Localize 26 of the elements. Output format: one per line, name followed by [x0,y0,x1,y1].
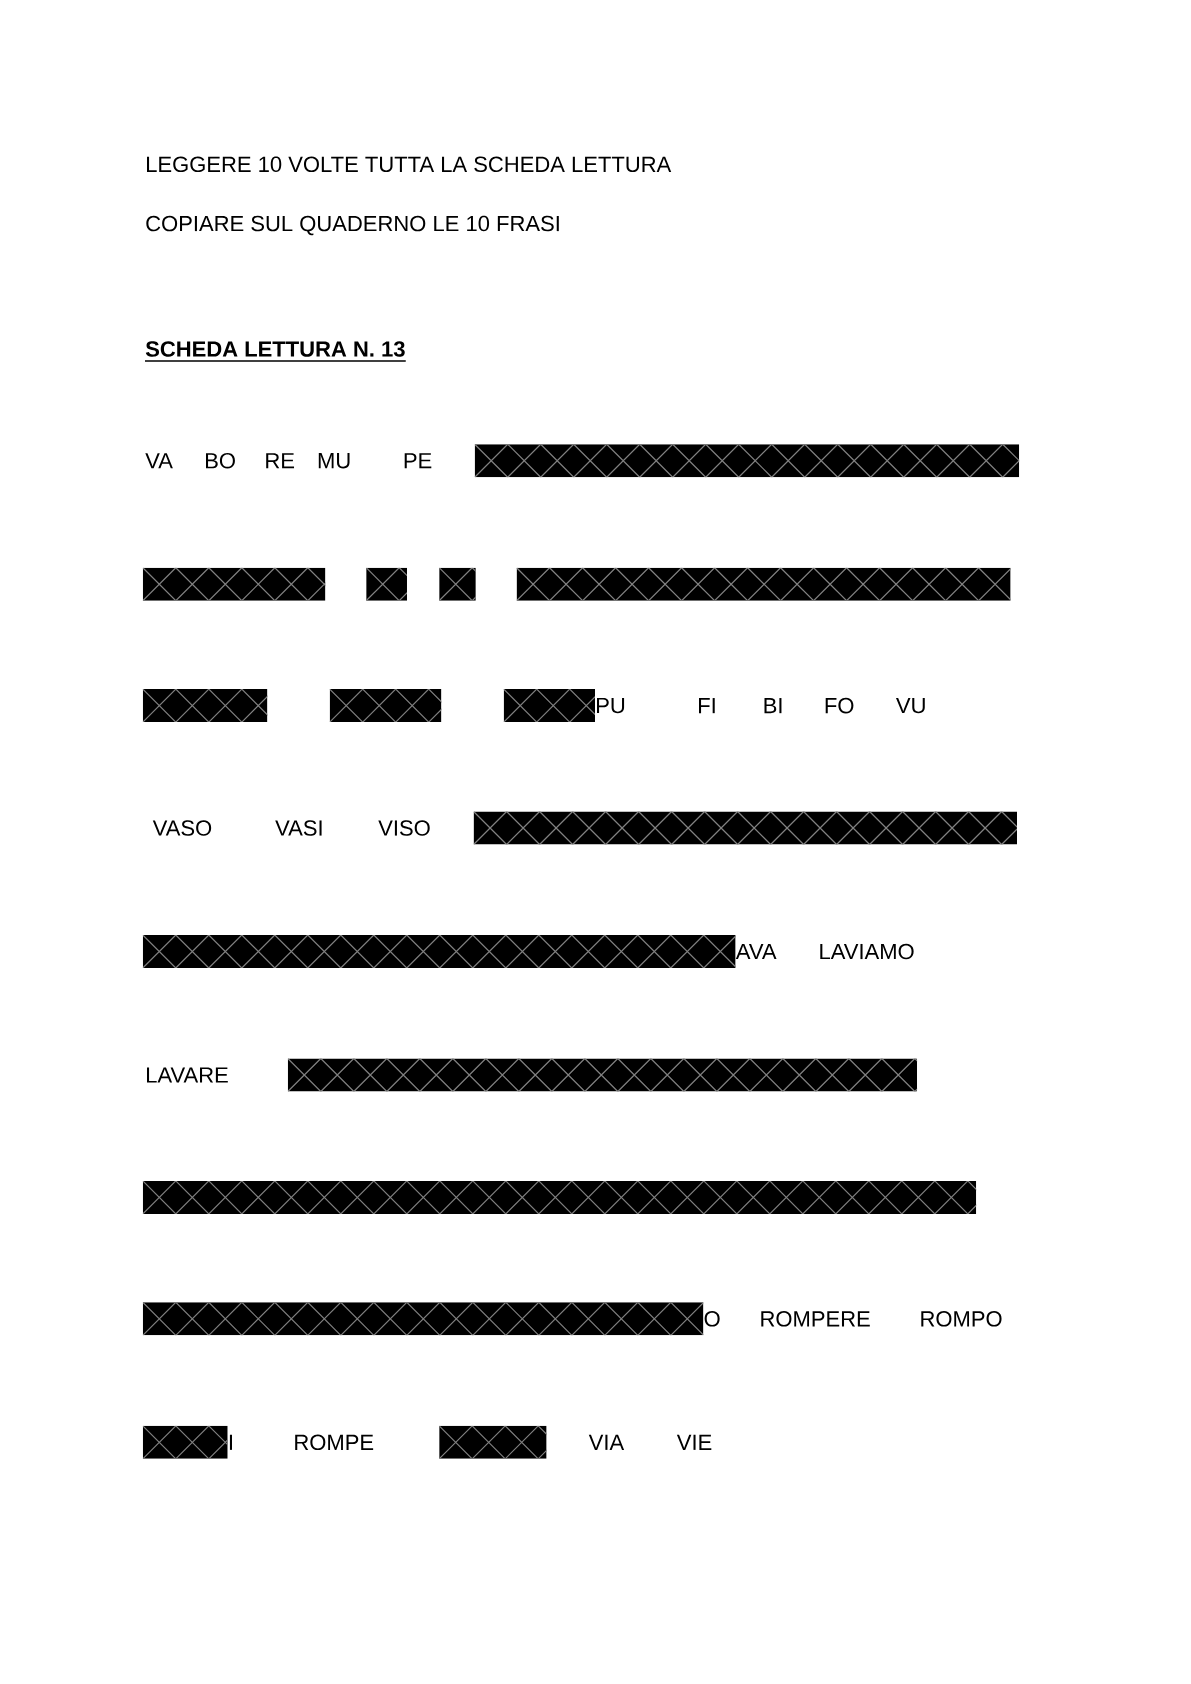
word: AVA [735,943,777,960]
word: PU [597,697,625,714]
word: O [704,1311,720,1327]
word: MU [318,453,350,469]
word: FO [825,697,854,714]
instruction-text: COPIARE SUL QUADERNO LE 10 FRASI [146,215,559,236]
word: LAVIAMO [820,943,914,960]
word: BO [206,452,235,469]
word: FI [699,698,715,714]
word: VU [896,697,925,714]
word: BI [764,698,782,714]
word: LAVARE [147,1067,228,1083]
word: PE [404,453,432,469]
worksheet-title: SCHEDA LETTURA N. 13 [145,341,405,357]
word: ROMPO [921,1311,1002,1327]
word: VA [145,453,173,469]
word: RE [266,453,294,469]
word: VIE [676,1434,712,1450]
word: I [229,1434,232,1450]
word: VASO [152,820,212,836]
word: VISO [378,820,430,836]
word: VASI [275,820,322,836]
word: ROMPERE [761,1311,870,1327]
word: VIA [588,1434,625,1450]
word: ROMPE [295,1434,374,1451]
instruction-text: LEGGERE 10 VOLTE TUTTA LA SCHEDA LETTURA [147,156,672,173]
